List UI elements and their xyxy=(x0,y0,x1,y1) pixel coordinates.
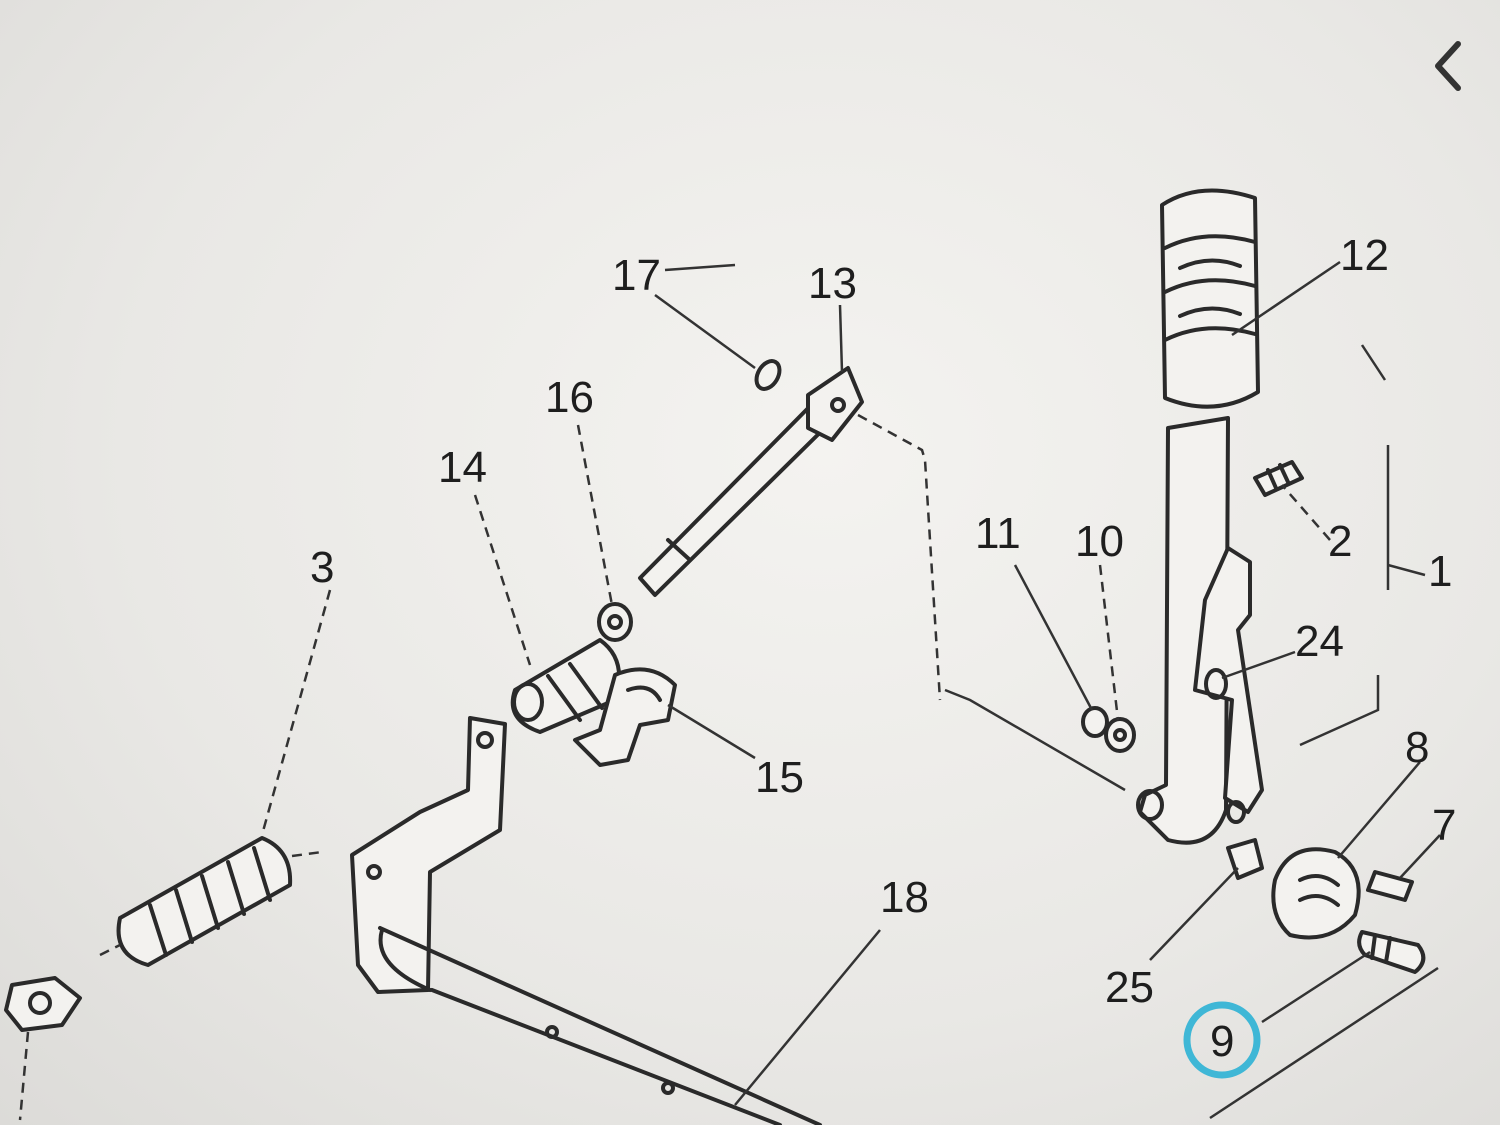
clip-pin xyxy=(573,667,677,767)
callout-8: 8 xyxy=(1405,723,1429,772)
callout-25: 25 xyxy=(1105,963,1154,1012)
callout-labels: 17 13 16 14 3 15 18 11 10 12 2 1 24 8 7 … xyxy=(310,231,1456,1066)
washers xyxy=(1081,706,1136,753)
callout-1: 1 xyxy=(1428,547,1452,596)
callout-3: 3 xyxy=(310,543,334,592)
callout-18: 18 xyxy=(880,873,929,922)
brake-rod xyxy=(638,366,864,597)
leader-lines xyxy=(260,260,1441,1120)
pivot-plate xyxy=(1271,847,1361,940)
callout-12: 12 xyxy=(1340,231,1389,280)
highlight-ring xyxy=(1183,1001,1261,1079)
callout-9: 9 xyxy=(1210,1017,1234,1066)
spring xyxy=(99,836,323,967)
nut-fastener xyxy=(4,976,82,1121)
callout-14: 14 xyxy=(438,443,487,492)
callout-2: 2 xyxy=(1328,517,1352,566)
back-button[interactable] xyxy=(1418,36,1478,96)
small-spring xyxy=(1253,460,1304,497)
brake-pedal-lever xyxy=(350,716,822,1125)
callout-24: 24 xyxy=(1295,617,1344,666)
callout-15: 15 xyxy=(755,753,804,802)
callout-17: 17 xyxy=(612,251,661,300)
small-pin xyxy=(754,359,782,391)
chevron-left-icon xyxy=(1435,41,1461,91)
lock-nut xyxy=(597,602,633,642)
callout-13: 13 xyxy=(808,259,857,308)
gear-lever xyxy=(1136,416,1264,845)
bolt xyxy=(1357,930,1426,974)
callout-7: 7 xyxy=(1432,801,1456,850)
callout-10: 10 xyxy=(1075,517,1124,566)
footrest-rubber xyxy=(1160,188,1260,409)
callout-16: 16 xyxy=(545,373,594,422)
dowel-pin xyxy=(1366,870,1414,902)
callout-11: 11 xyxy=(975,509,1021,558)
